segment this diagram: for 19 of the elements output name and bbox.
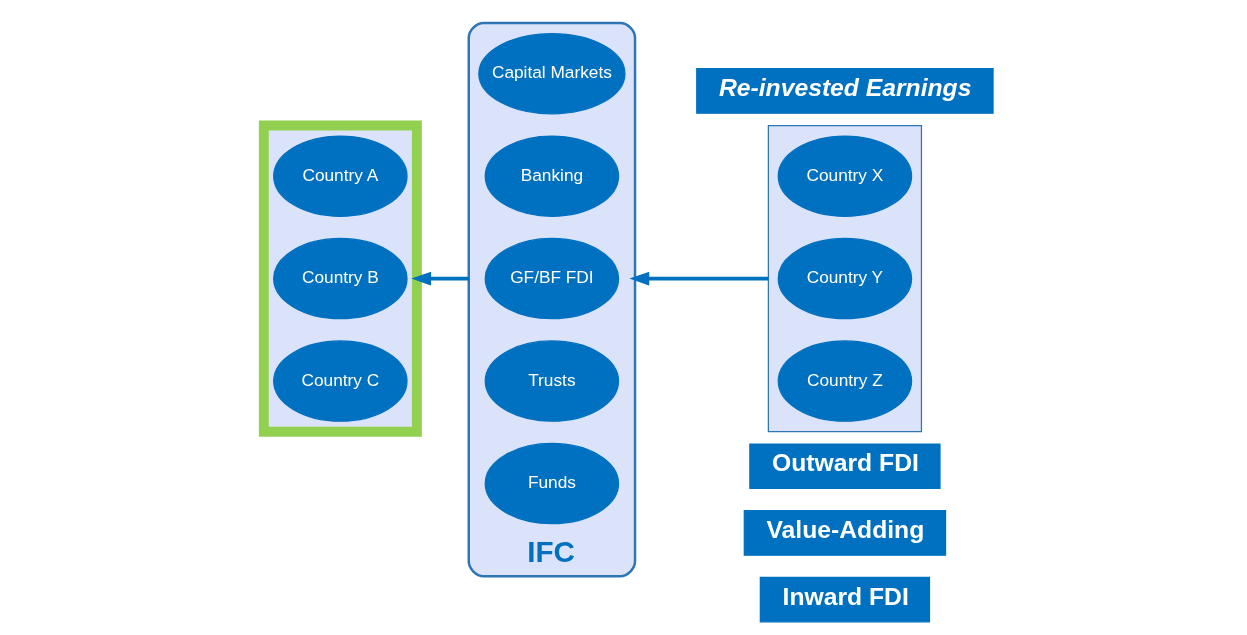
node-ellipse: Country Z [777, 340, 913, 422]
node-ellipse: Trusts [484, 340, 620, 422]
node-ellipse: GF/BF FDI [484, 237, 620, 320]
node-ellipse: Funds [484, 442, 620, 525]
node-box: Outward FDI [749, 443, 941, 490]
node-ellipse: Country Y [777, 237, 913, 320]
node-ellipse: Country B [273, 237, 408, 320]
node-ellipse: Country X [777, 135, 913, 217]
arrow [411, 271, 469, 286]
node-ellipse: Country C [273, 340, 408, 422]
node-box: Re-invested Earnings [696, 68, 994, 114]
node-box: Inward FDI [759, 576, 931, 623]
arrow [629, 271, 769, 286]
node-ellipse: Country A [273, 135, 408, 217]
node-ellipse: Banking [484, 135, 620, 217]
cluster [767, 124, 923, 433]
node-ellipse: Capital Markets [478, 32, 626, 115]
node-box: Value-Adding [743, 510, 947, 556]
cluster [258, 120, 422, 437]
